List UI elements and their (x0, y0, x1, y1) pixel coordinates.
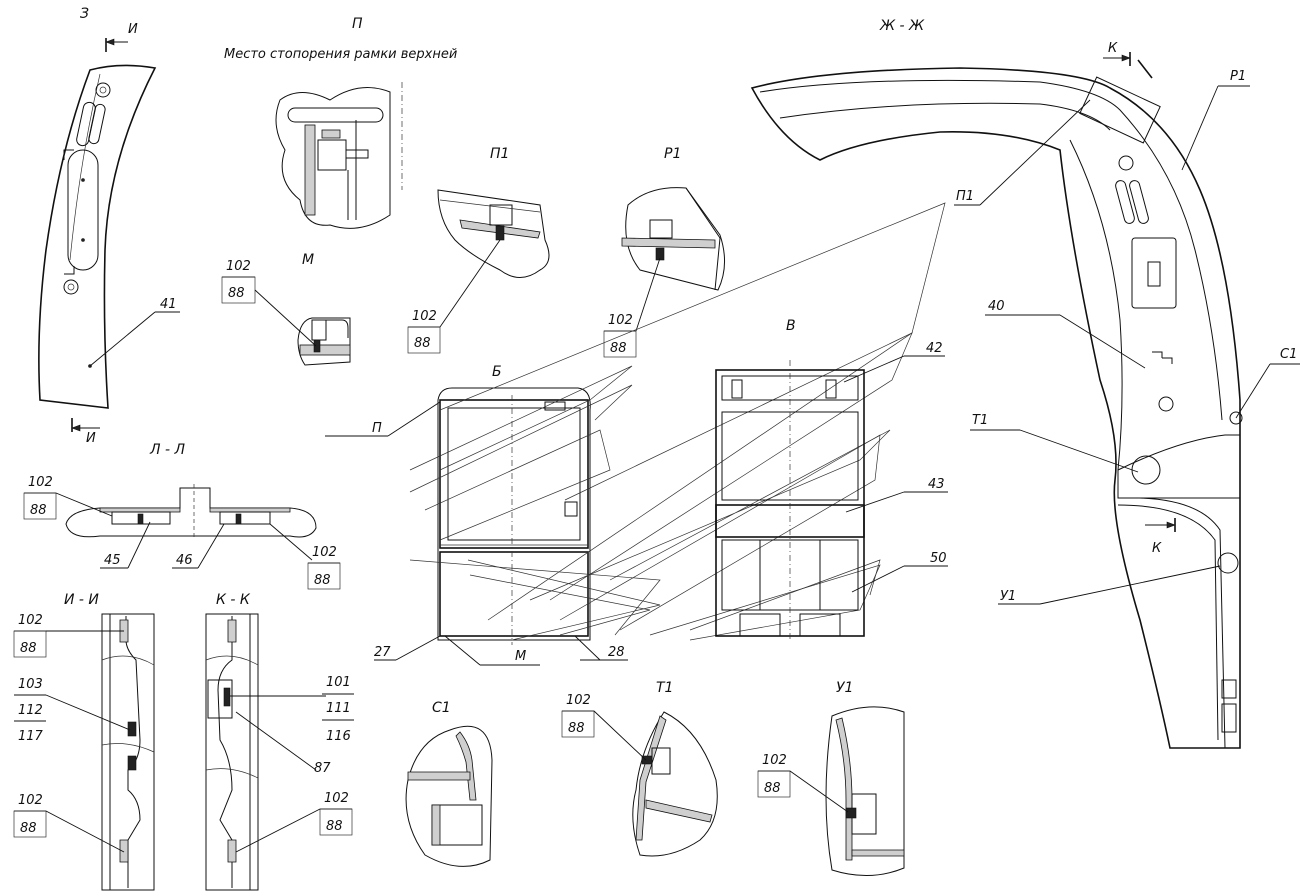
view-z-section-arrow-top: И (105, 22, 138, 52)
ii-callout-88-bottom: 88 (20, 821, 37, 836)
marker-k-top: К (1108, 41, 1118, 56)
ll-callout-88-left: 88 (30, 503, 47, 518)
callout-41: 41 (160, 297, 177, 312)
view-z-section-arrow-bottom: И (71, 418, 100, 446)
p1-callout-88: 88 (414, 336, 431, 351)
view-ll-title: Л - Л (149, 442, 185, 458)
ref-r1: Р1 (1230, 69, 1246, 84)
p1-callout-102: 102 (412, 309, 437, 324)
kk-callout-116: 116 (326, 729, 351, 744)
callout-45: 45 (104, 553, 121, 568)
callout-40: 40 (988, 299, 1005, 314)
section-k-arrow-top: К (1103, 41, 1131, 66)
ll-callout-88-right: 88 (314, 573, 331, 588)
ii-callout-102-bottom: 102 (18, 793, 43, 808)
marker-k-bottom: К (1152, 541, 1162, 556)
view-ii-title: И - И (64, 592, 99, 608)
ref-m: М (515, 649, 526, 664)
ref-s1: С1 (1280, 347, 1297, 362)
ii-callout-117: 117 (18, 729, 44, 744)
m-callout-102: 102 (226, 259, 251, 274)
ref-u1: У1 (1000, 589, 1016, 604)
kk-callout-101: 101 (326, 675, 351, 690)
view-ii-section (101, 613, 155, 891)
callout-87: 87 (314, 761, 331, 776)
ii-callout-112: 112 (18, 703, 43, 718)
view-kk-title: К - К (216, 592, 251, 608)
callout-42: 42 (926, 341, 943, 356)
kk-callout-88: 88 (326, 819, 343, 834)
ref-t1: Т1 (972, 413, 988, 428)
view-r1-detail (621, 187, 725, 291)
view-t1-title: Т1 (656, 680, 673, 696)
view-zh-title: Ж - Ж (879, 18, 925, 34)
kk-callout-111: 111 (326, 701, 351, 716)
view-s1-detail (405, 725, 493, 867)
kk-callout-102: 102 (324, 791, 349, 806)
view-p-detail (275, 82, 403, 229)
view-z-title: З (80, 6, 89, 22)
t1-callout-102: 102 (566, 693, 591, 708)
view-m-detail (297, 317, 351, 366)
section-k-arrow-bottom: К (1145, 518, 1176, 556)
marker-i-bottom: И (86, 431, 96, 446)
t1-callout-88: 88 (568, 721, 585, 736)
view-b-title: Б (492, 364, 502, 380)
view-p-note: Место стопорения рамки верхней (224, 47, 457, 62)
ii-callout-88-top: 88 (20, 641, 37, 656)
projection-wedges (409, 202, 946, 641)
ll-callout-102-left: 102 (28, 475, 53, 490)
view-u1-title: У1 (836, 680, 853, 696)
r1-callout-88: 88 (610, 341, 627, 356)
marker-i-top: И (128, 22, 138, 37)
view-v-title: В (786, 318, 796, 334)
view-s1-title: С1 (432, 700, 451, 716)
callout-43: 43 (928, 477, 945, 492)
view-v-frame (715, 360, 865, 640)
callout-27: 27 (374, 645, 391, 660)
view-zh-section (750, 59, 1243, 749)
ll-callout-102-right: 102 (312, 545, 337, 560)
view-b-door (437, 387, 591, 645)
ref-p: П (372, 421, 382, 436)
callout-46: 46 (176, 553, 193, 568)
part-41-panel (38, 64, 157, 409)
ii-callout-102-top: 102 (18, 613, 43, 628)
view-m-title: М (302, 252, 314, 268)
view-kk-section (205, 613, 259, 891)
view-p1-detail (437, 189, 550, 278)
callout-28: 28 (608, 645, 625, 660)
view-ll-section (65, 484, 317, 540)
ii-callout-103: 103 (18, 677, 43, 692)
m-callout-88: 88 (228, 286, 245, 301)
r1-callout-102: 102 (608, 313, 633, 328)
u1-callout-102: 102 (762, 753, 787, 768)
ref-p1: П1 (956, 189, 974, 204)
callout-50: 50 (930, 551, 947, 566)
view-p1-title: П1 (490, 146, 509, 162)
view-u1-detail (825, 706, 905, 877)
view-t1-detail (632, 711, 718, 857)
view-r1-title: Р1 (664, 146, 681, 162)
view-p-title: П (352, 16, 363, 32)
u1-callout-88: 88 (764, 781, 781, 796)
